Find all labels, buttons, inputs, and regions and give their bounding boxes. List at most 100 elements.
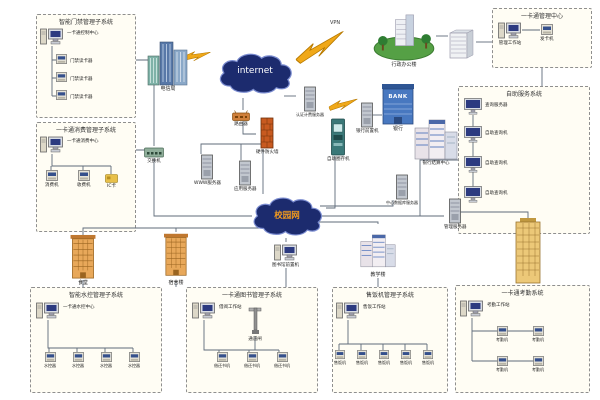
canteen-device-label: 售饭机 [422,360,434,365]
server-icon [395,174,409,200]
canteen-label: 食堂 [77,280,88,286]
complex-building-icon [414,112,458,160]
library-front-label: 图书馆前置机 [272,263,299,268]
terminal-icon [464,126,482,143]
node-router: 路由器 [232,110,250,127]
node-campus-cloud: 校园网 [248,194,326,238]
wire [419,159,458,216]
library-device-node: 借还书机 [274,352,290,369]
box-water-title: 智能水控管理子系统 [68,292,123,299]
node-firewall: 硬件防火墙 [256,117,279,155]
wire [153,158,252,217]
city-buildings-icon [146,36,190,86]
library-gate-label: 通道闸 [248,337,262,342]
atm-label: 自助圈存机 [327,157,350,162]
query-terminal-node: 自助查询机 [464,186,508,203]
wire [200,143,263,154]
workstation-icon [274,242,298,262]
node-office-building [514,218,542,284]
terminal-icon [464,156,482,173]
pos-label: 消费机 [45,183,59,188]
admin-building-label: 行政办公楼 [391,62,417,68]
library-device-node: 借还书机 [214,352,230,369]
pos-node: 消费机 [45,170,59,188]
server-icon [238,160,252,186]
attend-device-label: 考勤机 [532,337,544,342]
workstation-icon [40,26,64,46]
wire [312,221,379,224]
mgmt-server-label: 管理服务器 [444,225,467,230]
wire [51,46,56,97]
canteen-ws-node: 售饭工作站 [336,300,386,320]
tall-building-icon [514,218,542,284]
firewall-label: 硬件防火墙 [256,150,279,155]
workstation-icon [498,20,522,40]
ic-card-node: IC卡 [105,174,118,189]
access-device-node: 门禁读卡器 [56,72,93,83]
access-device-label: 门禁读卡器 [70,59,93,64]
box-mgmt-title: 一卡通管理中心 [520,13,563,20]
orange-building-icon [164,230,188,280]
firewall-icon [260,117,274,149]
internet-cloud-icon [214,50,296,96]
workstation-icon [192,300,216,320]
ic-card-icon [105,174,118,183]
attend-device-label: 考勤机 [532,367,544,372]
attend-device-node: 考勤机 [532,326,544,343]
card-reader-icon [56,54,67,65]
query-terminal-node: 自助查询机 [464,156,508,173]
library-device-node: 借还书机 [244,352,260,369]
attend-device-node: 考勤机 [532,356,544,373]
attend-device-node: 考勤机 [496,356,508,373]
terminal-icon [464,186,482,203]
canteen-device-label: 售饭机 [400,360,412,365]
card-issuer-icon [541,24,553,36]
attendance-machine-icon [497,326,508,337]
card-reader-icon [56,72,67,83]
water-device-node: 水控器 [44,352,56,369]
bank-front-label: 银行前置机 [356,129,379,134]
node-mgmt-server: 管理服务器 [444,198,467,230]
auth-server-label: 认证计费服务器 [296,112,324,117]
canteen-device-node: 售饭机 [422,350,434,366]
access-device-label: 门禁读卡器 [70,95,93,100]
access-device-node: 门禁读卡器 [56,90,93,101]
meal-pos-icon [357,350,367,360]
server-icon [360,102,374,128]
canteen-ws-label: 售饭工作站 [363,305,386,310]
router-label: 路由器 [234,122,248,127]
mgmt-ws-node: 管理工作站 [498,20,522,46]
water-controller-icon [73,352,84,363]
switch-label: 交换机 [147,159,161,164]
terminal-icon [464,98,482,115]
water-controller-icon [45,352,56,363]
bank-label: 银行 [392,126,403,132]
query-terminal-node: 自助查询机 [464,126,508,143]
attendance-machine-icon [533,326,544,337]
water-controller-icon [101,352,112,363]
wire [47,320,134,352]
cashier-node: 收费机 [77,170,91,188]
canteen-device-label: 售饭机 [378,360,390,365]
library-device-label: 借还书机 [244,363,260,368]
lightning-bolt-icon [328,96,358,114]
node-app-server: 应用服务器 [234,160,257,192]
wire [458,211,529,218]
switch-icon [144,146,164,158]
workstation-icon [40,134,64,154]
node-switch: 交换机 [144,146,164,164]
telecom-label: 电信局 [160,86,176,92]
www-server-label: WWW服务器 [194,181,221,186]
selfsvc-server-label: 查询服务器 [485,103,508,108]
node-canteen-building: 食堂 [70,234,96,287]
library-ws-node: 借阅工作站 [192,300,242,320]
wire [338,320,428,350]
box-attendance-title: 一卡通考勤系统 [501,290,544,297]
node-teach-building: 教学楼 [360,224,396,279]
attend-device-label: 考勤机 [496,337,508,342]
meal-pos-icon [401,350,411,360]
query-terminal-label: 自助查询机 [485,161,508,166]
access-center-label: 一卡通控制中心 [67,31,99,36]
consume-center-node: 一卡通消费中心 [40,134,99,154]
